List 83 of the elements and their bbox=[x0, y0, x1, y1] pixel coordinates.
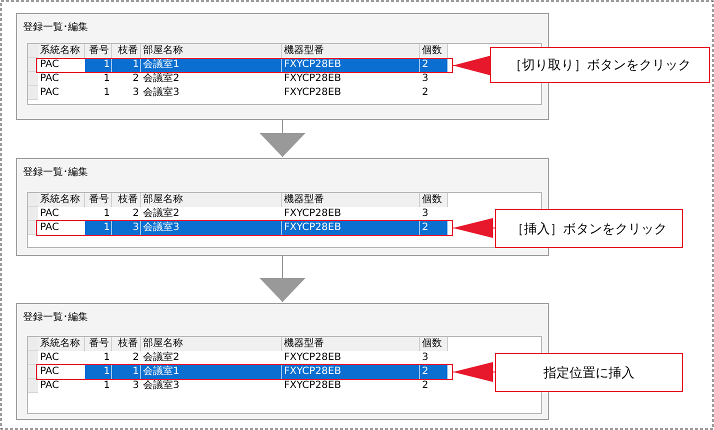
column-header: 系統名称 bbox=[38, 44, 85, 58]
table-cell: 1 bbox=[85, 58, 112, 72]
callout-pointer bbox=[452, 218, 496, 238]
table-cell-text: PAC bbox=[39, 207, 60, 221]
table-cell-text: 会議室2 bbox=[142, 351, 180, 365]
down-arrow bbox=[260, 256, 306, 302]
table-cell-text: 会議室3 bbox=[142, 379, 180, 393]
table-cell-text: 2 bbox=[132, 207, 140, 221]
table-cell-text: 3 bbox=[421, 207, 430, 221]
column-header: 枝番 bbox=[112, 193, 141, 207]
callout-box bbox=[490, 47, 710, 83]
column-header: 機器型番 bbox=[282, 44, 420, 58]
window-title: 登録一覧･編集 bbox=[23, 311, 88, 324]
table-cell-text: PAC bbox=[39, 365, 60, 379]
row-highlight-outline bbox=[36, 58, 453, 73]
table-cell-text: 会議室3 bbox=[142, 86, 180, 100]
table-cell-text: 1 bbox=[102, 207, 111, 221]
window-title: 登録一覧･編集 bbox=[23, 21, 88, 34]
table-cell-text: 3 bbox=[132, 379, 140, 393]
table-cell-text: FXYCP28EB bbox=[283, 207, 342, 221]
column-header: 部屋名称 bbox=[141, 44, 282, 58]
table-cell-text: 1 bbox=[102, 72, 111, 86]
callout-text: ［切り取り］ボタンをクリック bbox=[509, 57, 691, 74]
column-header: 系統名称 bbox=[38, 337, 85, 351]
table-cell-text: PAC bbox=[39, 379, 60, 393]
table-cell-text: 1 bbox=[102, 351, 111, 365]
table-cell: 3 bbox=[112, 221, 141, 235]
window-title: 登録一覧･編集 bbox=[23, 166, 88, 179]
table-cell-text: 2 bbox=[132, 72, 140, 86]
column-header: 個数 bbox=[420, 337, 448, 351]
table-cell: 会議室1 bbox=[141, 58, 282, 72]
table-cell: FXYCP28EB bbox=[282, 365, 420, 379]
callout-text: ［挿入］ボタンをクリック bbox=[511, 220, 667, 238]
callout-pointer bbox=[452, 56, 491, 76]
callout-box bbox=[495, 353, 683, 392]
table-cell-text: 3 bbox=[421, 72, 430, 86]
table-cell: 1 bbox=[85, 221, 112, 235]
row-highlight-outline bbox=[36, 364, 453, 380]
table-cell-text: 1 bbox=[102, 86, 111, 100]
table-cell-text: PAC bbox=[39, 86, 60, 100]
table-cell-text: 1 bbox=[102, 379, 111, 393]
table-cell-text: 3 bbox=[132, 86, 140, 100]
table-cell: FXYCP28EB bbox=[282, 221, 420, 235]
column-header: 機器型番 bbox=[282, 193, 420, 207]
column-header: 系統名称 bbox=[38, 193, 85, 207]
table-cell-text: 会議室2 bbox=[142, 207, 180, 221]
table-cell-text: PAC bbox=[39, 72, 60, 86]
row-highlight-outline bbox=[36, 220, 453, 236]
table-cell: 2 bbox=[420, 365, 448, 379]
table-cell-text: FXYCP28EB bbox=[283, 379, 342, 393]
column-header: 番号 bbox=[85, 44, 112, 58]
table-cell: 1 bbox=[112, 58, 141, 72]
table-cell: 1 bbox=[85, 365, 112, 379]
down-arrow bbox=[260, 120, 306, 158]
column-header: 枝番 bbox=[112, 44, 141, 58]
table-cell-text: 2 bbox=[132, 351, 140, 365]
callout-pointer bbox=[452, 362, 496, 382]
table-cell: 会議室1 bbox=[141, 365, 282, 379]
table-cell: FXYCP28EB bbox=[282, 58, 420, 72]
table-cell: 会議室3 bbox=[141, 221, 282, 235]
column-header: 個数 bbox=[420, 44, 448, 58]
column-header: 枝番 bbox=[112, 337, 141, 351]
table-cell-text: 2 bbox=[421, 86, 430, 100]
column-header: 番号 bbox=[85, 193, 112, 207]
table-cell: 1 bbox=[112, 365, 141, 379]
callout-box bbox=[495, 209, 683, 248]
table-cell-text: 2 bbox=[421, 379, 430, 393]
column-header: 部屋名称 bbox=[141, 337, 282, 351]
column-header: 機器型番 bbox=[282, 337, 420, 351]
table-cell-text: 会議室2 bbox=[142, 72, 180, 86]
table-cell-text: FXYCP28EB bbox=[283, 72, 342, 86]
column-header: 番号 bbox=[85, 337, 112, 351]
table-cell-text: FXYCP28EB bbox=[283, 86, 342, 100]
table-cell-text: 3 bbox=[421, 351, 430, 365]
table-cell-text: PAC bbox=[39, 221, 60, 235]
callout-text: 指定位置に挿入 bbox=[544, 364, 634, 382]
table-cell: 2 bbox=[420, 221, 448, 235]
table-cell-text: PAC bbox=[39, 58, 60, 72]
table-cell: 2 bbox=[420, 58, 448, 72]
column-header: 部屋名称 bbox=[141, 193, 282, 207]
column-header: 個数 bbox=[420, 193, 448, 207]
table-cell-text: PAC bbox=[39, 351, 60, 365]
table-cell-text: FXYCP28EB bbox=[283, 351, 342, 365]
